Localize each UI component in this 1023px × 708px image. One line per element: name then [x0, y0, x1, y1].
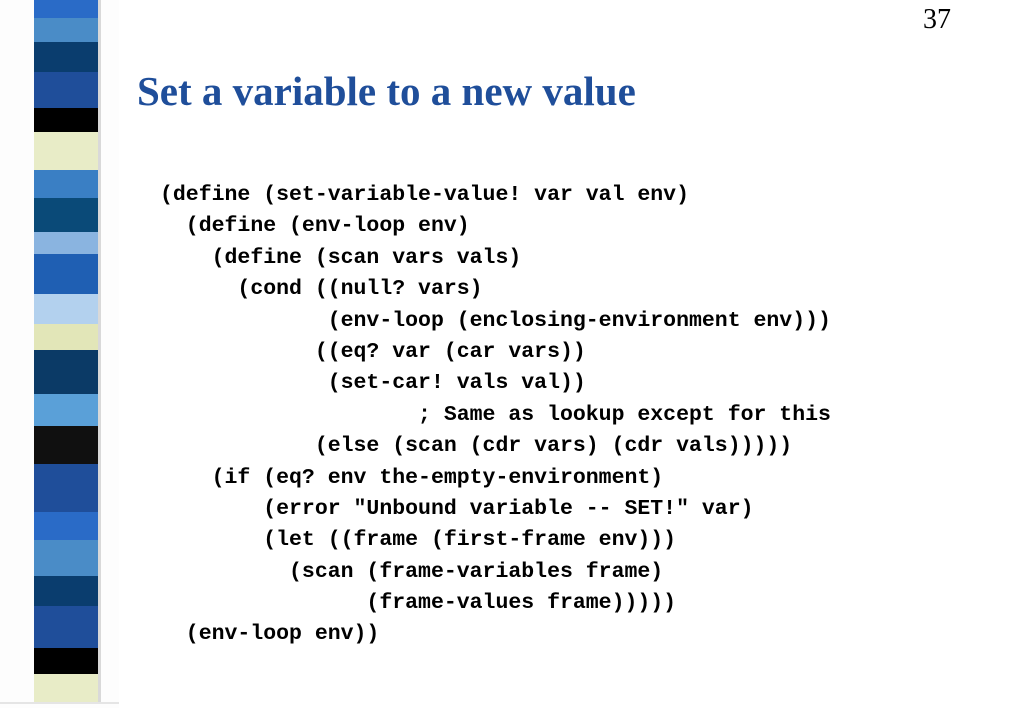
- code-line: (define (scan vars vals): [160, 245, 522, 270]
- decorative-stripe: [34, 540, 98, 576]
- decorative-stripe: [34, 426, 98, 464]
- decorative-stripe: [34, 72, 98, 108]
- decorative-stripe-shadow: [98, 198, 101, 232]
- decorative-stripe: [34, 576, 98, 606]
- code-line: (error "Unbound variable -- SET!" var): [160, 496, 754, 521]
- decorative-stripe: [34, 232, 98, 254]
- decorative-stripe: [34, 18, 98, 42]
- decorative-stripe: [34, 108, 98, 132]
- code-line: (scan (frame-variables frame): [160, 559, 664, 584]
- decorative-stripe: [34, 42, 98, 72]
- bottom-rule: [0, 702, 119, 704]
- code-line: (define (set-variable-value! var val env…: [160, 183, 689, 207]
- decorative-stripe-shadow: [98, 426, 101, 464]
- decorative-stripe-shadow: [98, 132, 101, 170]
- decorative-stripe-shadow: [98, 42, 101, 72]
- page-number: 37: [923, 4, 951, 35]
- decorative-stripe: [34, 350, 98, 394]
- decorative-stripe-shadow: [98, 232, 101, 254]
- decorative-stripe: [34, 674, 98, 702]
- decorative-stripe-shadow: [98, 108, 101, 132]
- decorative-stripe: [34, 132, 98, 170]
- decorative-stripe-shadow: [98, 254, 101, 294]
- code-line: (define (env-loop env): [160, 214, 470, 239]
- code-block: (define (set-variable-value! var val env…: [160, 180, 831, 651]
- decorative-stripe-shadow: [98, 464, 101, 512]
- decorative-stripe-shadow: [98, 170, 101, 198]
- decorative-side-bar: [0, 0, 119, 708]
- decorative-stripe: [34, 606, 98, 648]
- code-line: (env-loop env)): [160, 622, 380, 647]
- decorative-stripe-shadow: [98, 648, 101, 674]
- decorative-stripe-shadow: [98, 72, 101, 108]
- code-line: (else (scan (cdr vars) (cdr vals))))): [160, 434, 793, 459]
- decorative-stripe-shadow: [98, 512, 101, 540]
- code-line: (if (eq? env the-empty-environment): [160, 465, 664, 490]
- decorative-stripe: [34, 294, 98, 324]
- code-line: ; Same as lookup except for this: [160, 402, 831, 427]
- decorative-stripe-shadow: [98, 350, 101, 394]
- decorative-stripe-shadow: [98, 294, 101, 324]
- decorative-stripe: [34, 0, 98, 18]
- decorative-stripe-shadow: [98, 394, 101, 426]
- slide-title: Set a variable to a new value: [137, 68, 636, 114]
- decorative-stripe: [34, 512, 98, 540]
- decorative-stripe: [34, 648, 98, 674]
- decorative-stripe: [34, 394, 98, 426]
- decorative-stripe: [34, 254, 98, 294]
- decorative-stripe: [34, 198, 98, 232]
- decorative-stripe-shadow: [98, 324, 101, 350]
- decorative-stripe-shadow: [98, 0, 101, 18]
- code-line: (env-loop (enclosing-environment env))): [160, 308, 831, 333]
- decorative-stripe-shadow: [98, 674, 101, 702]
- code-line: (frame-values frame))))): [160, 591, 677, 616]
- decorative-stripe-strip: [0, 0, 119, 708]
- decorative-stripe-shadow: [98, 18, 101, 42]
- code-line: ((eq? var (car vars)): [160, 339, 586, 364]
- code-line: (cond ((null? vars): [160, 277, 483, 302]
- decorative-stripe: [34, 170, 98, 198]
- decorative-stripe-shadow: [98, 540, 101, 576]
- code-line: (set-car! vals val)): [160, 371, 586, 396]
- decorative-stripe-shadow: [98, 606, 101, 648]
- decorative-stripe: [34, 324, 98, 350]
- decorative-stripe: [34, 464, 98, 512]
- code-line: (let ((frame (first-frame env))): [160, 528, 677, 553]
- decorative-stripe-shadow: [98, 576, 101, 606]
